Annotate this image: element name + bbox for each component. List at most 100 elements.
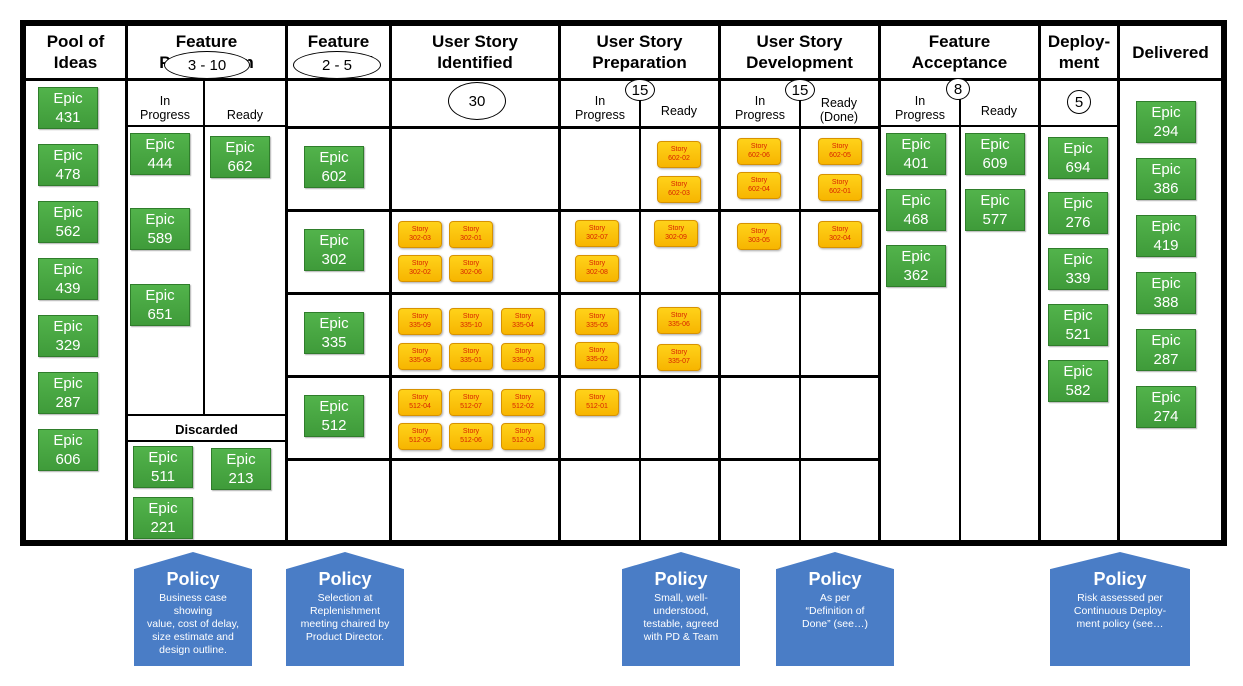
epic-card[interactable]: Epic 512 <box>304 395 364 437</box>
story-card[interactable]: Story 335-02 <box>575 342 619 369</box>
story-dev-ready-label: Ready (Done) <box>819 96 859 124</box>
epic-card[interactable]: Epic 287 <box>38 372 98 414</box>
story-card[interactable]: Story 602-05 <box>818 138 862 165</box>
epic-card[interactable]: Epic 444 <box>130 133 190 175</box>
column-header-user-story-identified: User Story Identified <box>392 26 558 78</box>
discarded-bottom-line <box>128 440 285 442</box>
epic-card[interactable]: Epic 478 <box>38 144 98 186</box>
column-header-user-story-preparation: User Story Preparation <box>561 26 718 78</box>
epic-card[interactable]: Epic 401 <box>886 133 946 175</box>
wip-limit-feature-preparation: 3 - 10 <box>164 51 250 79</box>
story-prep-ready-label: Ready <box>660 104 698 118</box>
story-card[interactable]: Story 512-07 <box>449 389 493 416</box>
epic-card[interactable]: Epic 582 <box>1048 360 1108 402</box>
story-card[interactable]: Story 602-01 <box>818 174 862 201</box>
story-card[interactable]: Story 602-02 <box>657 141 701 168</box>
wip-limit-feature-selected: 2 - 5 <box>293 51 381 79</box>
policy-text: Selection at Replenishment meeting chair… <box>300 592 390 643</box>
story-dev-in-progress-label: In Progress <box>734 94 786 122</box>
column-header-user-story-development: User Story Development <box>721 26 878 78</box>
story-card[interactable]: Story 602-06 <box>737 138 781 165</box>
story-card[interactable]: Story 512-02 <box>501 389 545 416</box>
epic-card[interactable]: Epic 562 <box>38 201 98 243</box>
policy-title: Policy <box>808 569 862 589</box>
swimlane-line-0 <box>288 126 878 129</box>
epic-card[interactable]: Epic 651 <box>130 284 190 326</box>
column-header-delivered: Delivered <box>1120 26 1221 78</box>
acceptance-in-progress-label: In Progress <box>894 94 946 122</box>
story-card[interactable]: Story 303-05 <box>737 223 781 250</box>
epic-card[interactable]: Epic 419 <box>1136 215 1196 257</box>
story-card[interactable]: Story 302-09 <box>654 220 698 247</box>
epic-card[interactable]: Epic 339 <box>1048 248 1108 290</box>
swimlane-line-2 <box>288 292 878 295</box>
policy-feature-selected: Policy Selection at Replenishment meetin… <box>286 552 404 666</box>
epic-card[interactable]: Epic 276 <box>1048 192 1108 234</box>
policy-user-story-preparation: Policy Small, well- understood, testable… <box>622 552 740 666</box>
column-header-feature-acceptance: Feature Acceptance <box>881 26 1038 78</box>
story-card[interactable]: Story 302-04 <box>818 221 862 248</box>
story-card[interactable]: Story 335-07 <box>657 344 701 371</box>
epic-card[interactable]: Epic 694 <box>1048 137 1108 179</box>
deployment-header-line <box>1041 125 1117 127</box>
epic-card[interactable]: Epic 511 <box>133 446 193 488</box>
story-card[interactable]: Story 335-05 <box>575 308 619 335</box>
swimlane-line-3 <box>288 375 878 378</box>
epic-card[interactable]: Epic 521 <box>1048 304 1108 346</box>
story-card[interactable]: Story 512-04 <box>398 389 442 416</box>
policy-text: Business case showing value, cost of del… <box>146 592 240 656</box>
story-card[interactable]: Story 302-03 <box>398 221 442 248</box>
epic-card[interactable]: Epic 606 <box>38 429 98 471</box>
epic-card[interactable]: Epic 329 <box>38 315 98 357</box>
story-card[interactable]: Story 335-01 <box>449 343 493 370</box>
epic-card[interactable]: Epic 577 <box>965 189 1025 231</box>
epic-card[interactable]: Epic 213 <box>211 448 271 490</box>
epic-card[interactable]: Epic 335 <box>304 312 364 354</box>
swimlane-line-1 <box>288 209 878 212</box>
story-card[interactable]: Story 302-02 <box>398 255 442 282</box>
epic-card[interactable]: Epic 388 <box>1136 272 1196 314</box>
story-card[interactable]: Story 335-09 <box>398 308 442 335</box>
story-card[interactable]: Story 602-04 <box>737 172 781 199</box>
epic-card[interactable]: Epic 274 <box>1136 386 1196 428</box>
epic-card[interactable]: Epic 221 <box>133 497 193 539</box>
epic-card[interactable]: Epic 386 <box>1136 158 1196 200</box>
story-card[interactable]: Story 602-03 <box>657 176 701 203</box>
epic-card[interactable]: Epic 287 <box>1136 329 1196 371</box>
story-card[interactable]: Story 302-08 <box>575 255 619 282</box>
story-card[interactable]: Story 302-01 <box>449 221 493 248</box>
story-card[interactable]: Story 335-06 <box>657 307 701 334</box>
epic-card[interactable]: Epic 662 <box>210 136 270 178</box>
story-card[interactable]: Story 335-08 <box>398 343 442 370</box>
kanban-board: Pool of Ideas Feature Preparation Featur… <box>20 20 1227 546</box>
policy-text: Small, well- understood, testable, agree… <box>643 592 719 643</box>
acceptance-ready-label: Ready <box>980 104 1018 118</box>
epic-card[interactable]: Epic 609 <box>965 133 1025 175</box>
story-card[interactable]: Story 512-06 <box>449 423 493 450</box>
story-card[interactable]: Story 512-03 <box>501 423 545 450</box>
epic-card[interactable]: Epic 468 <box>886 189 946 231</box>
discarded-label: Discarded <box>175 422 238 437</box>
discarded-top-line <box>128 414 285 416</box>
story-card[interactable]: Story 335-04 <box>501 308 545 335</box>
wip-limit-feature-acceptance: 8 <box>946 78 970 100</box>
policy-title: Policy <box>166 569 220 589</box>
epic-card[interactable]: Epic 602 <box>304 146 364 188</box>
story-card[interactable]: Story 512-05 <box>398 423 442 450</box>
swimlane-line-4 <box>288 458 878 461</box>
dev-story-split-line <box>799 81 801 540</box>
story-card[interactable]: Story 335-10 <box>449 308 493 335</box>
story-card[interactable]: Story 302-07 <box>575 220 619 247</box>
epic-card[interactable]: Epic 439 <box>38 258 98 300</box>
epic-card[interactable]: Epic 431 <box>38 87 98 129</box>
epic-card[interactable]: Epic 362 <box>886 245 946 287</box>
story-card[interactable]: Story 302-06 <box>449 255 493 282</box>
epic-card[interactable]: Epic 302 <box>304 229 364 271</box>
story-prep-in-progress-label: In Progress <box>574 94 626 122</box>
policy-text: Risk assessed per Continuous Deploy- men… <box>1073 592 1167 630</box>
epic-card[interactable]: Epic 294 <box>1136 101 1196 143</box>
story-card[interactable]: Story 512-01 <box>575 389 619 416</box>
epic-card[interactable]: Epic 589 <box>130 208 190 250</box>
column-header-deployment: Deploy- ment <box>1041 26 1117 78</box>
story-card[interactable]: Story 335-03 <box>501 343 545 370</box>
